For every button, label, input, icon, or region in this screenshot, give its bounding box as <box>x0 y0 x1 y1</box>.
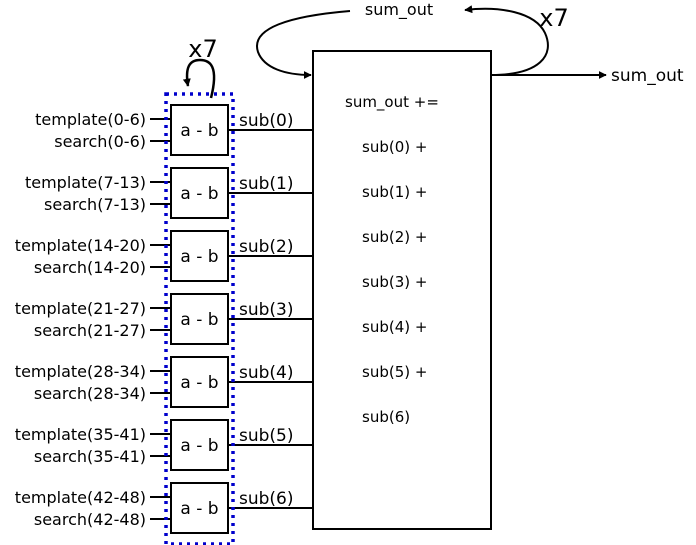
search-input-label: search(35-41) <box>34 447 146 466</box>
sub-output-label: sub(1) <box>239 174 294 194</box>
subtractor-label: a - b <box>180 499 218 519</box>
equation-line: sub(2) + <box>362 228 427 246</box>
template-input-label: template(35-41) <box>15 425 146 444</box>
accumulator-block <box>312 50 492 530</box>
equation-line: sub(4) + <box>362 318 427 336</box>
group-repeat-label: x7 <box>188 35 217 63</box>
subtractor-stage: template(14-20) search(14-20) a - b sub(2) <box>15 230 313 282</box>
sub-output-label: sub(2) <box>239 237 294 257</box>
feedback-loop-arrow <box>464 5 549 76</box>
subtractor-stage: template(0-6) search(0-6) a - b sub(0) <box>35 104 313 156</box>
subtractor-label: a - b <box>180 436 218 456</box>
subtractor-label: a - b <box>180 247 218 267</box>
subtractor-label: a - b <box>180 373 218 393</box>
template-input-label: template(0-6) <box>35 110 146 129</box>
subtractor-stage: template(7-13) search(7-13) a - b sub(1) <box>25 167 313 219</box>
feedback-repeat-label: x7 <box>539 4 568 32</box>
equation-line: sum_out += <box>345 93 439 112</box>
template-input-label: template(7-13) <box>25 173 146 192</box>
search-input-label: search(7-13) <box>44 195 146 214</box>
equation-line: sub(1) + <box>362 183 427 201</box>
sub-output-label: sub(3) <box>239 300 294 320</box>
group-repeat-loop <box>182 58 216 99</box>
subtractor-label: a - b <box>180 121 218 141</box>
sub-output-label: sub(5) <box>239 426 294 446</box>
equation-line: sub(0) + <box>362 138 427 156</box>
subtractor-label: a - b <box>180 310 218 330</box>
template-input-label: template(21-27) <box>15 299 146 318</box>
subtractor-box <box>170 293 229 345</box>
subtractor-stage: template(35-41) search(35-41) a - b sub(5) <box>15 419 313 471</box>
subtractor-label: a - b <box>180 184 218 204</box>
search-input-label: search(28-34) <box>34 384 146 403</box>
feedback-label: sum_out <box>365 0 433 20</box>
output-label: sum_out <box>611 66 684 86</box>
search-input-label: search(14-20) <box>34 258 146 277</box>
template-input-label: template(28-34) <box>15 362 146 381</box>
subtractor-group-outline <box>164 92 235 545</box>
subtractor-stage: template(28-34) search(28-34) a - b sub(4) <box>15 356 313 408</box>
feedback-loop-arrow-in <box>255 10 351 79</box>
subtractor-stage: template(21-27) search(21-27) a - b sub(3) <box>15 293 313 345</box>
subtractor-stage: template(42-48) search(42-48) a - b sub(6) <box>15 482 313 534</box>
equation-line: sub(5) + <box>362 363 427 381</box>
accumulator-equation: sum_out += sub(0) + sub(1) + sub(2) + sub(3)… <box>345 93 439 426</box>
equation-line: sub(6) <box>362 408 410 426</box>
search-input-label: search(21-27) <box>34 321 146 340</box>
equation-line: sub(3) + <box>362 273 427 291</box>
template-input-label: template(14-20) <box>15 236 146 255</box>
sub-output-label: sub(0) <box>239 111 294 131</box>
sub-output-label: sub(4) <box>239 363 294 383</box>
search-input-label: search(0-6) <box>54 132 146 151</box>
sub-output-label: sub(6) <box>239 489 294 509</box>
search-input-label: search(42-48) <box>34 510 146 529</box>
template-input-label: template(42-48) <box>15 488 146 507</box>
